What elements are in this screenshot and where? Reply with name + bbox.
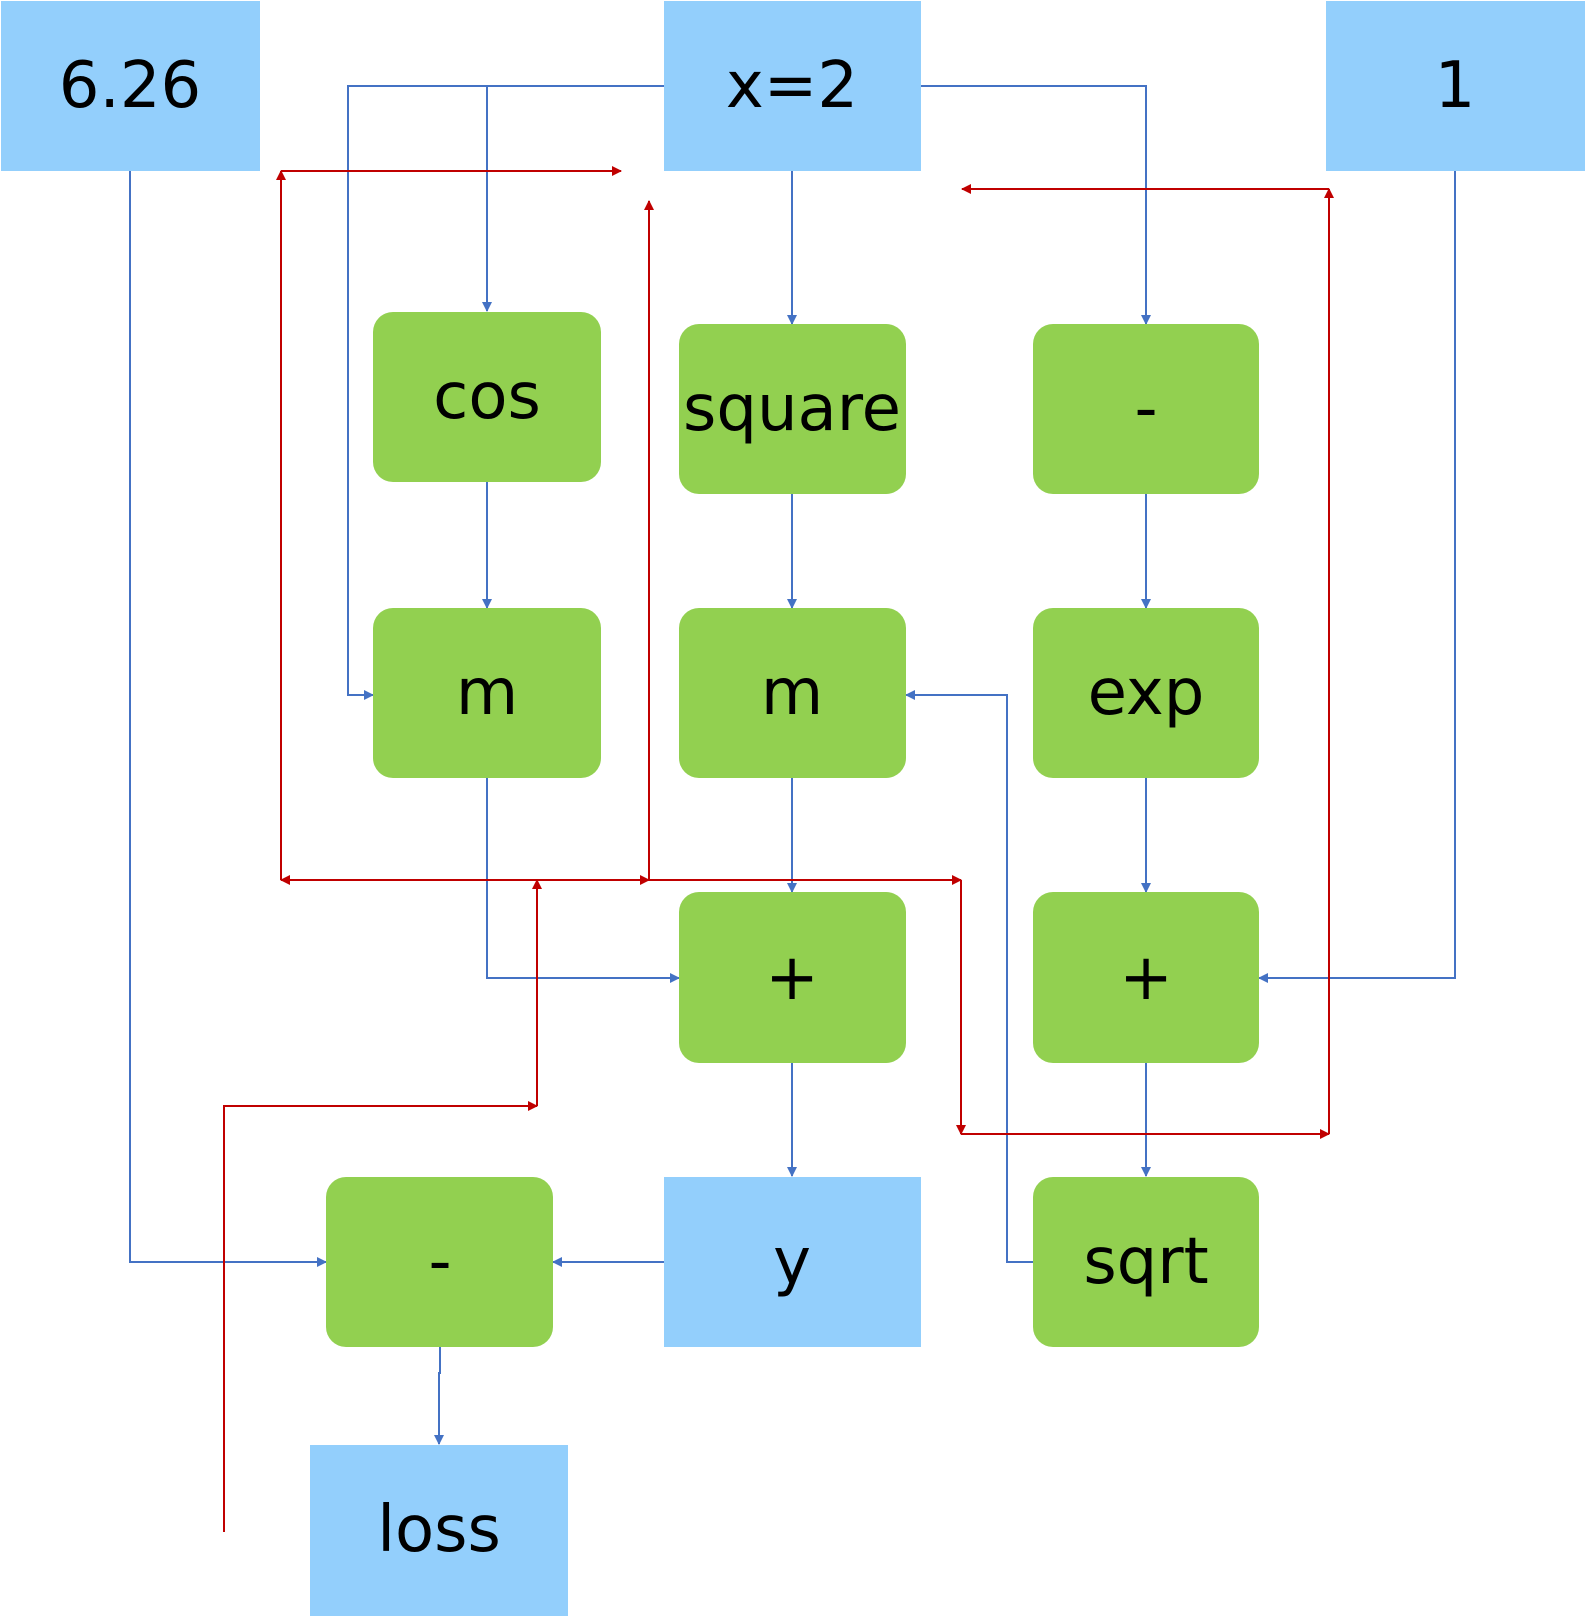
node-sqrt-label: sqrt bbox=[1083, 1225, 1208, 1299]
node-exp[interactable]: exp bbox=[1033, 608, 1259, 778]
node-plus-mid[interactable]: + bbox=[679, 892, 906, 1063]
node-cos-label: cos bbox=[433, 360, 541, 434]
node-m-left-label: m bbox=[456, 656, 518, 730]
node-const-1-label: 1 bbox=[1435, 49, 1476, 123]
node-loss-label: loss bbox=[377, 1493, 501, 1567]
node-x[interactable]: x=2 bbox=[664, 1, 921, 171]
node-const-1[interactable]: 1 bbox=[1326, 1, 1585, 171]
edge-sqrt-to-m-mid bbox=[905, 690, 1033, 1263]
node-const-626-label: 6.26 bbox=[59, 49, 202, 123]
node-square[interactable]: square bbox=[679, 324, 906, 494]
forward-edges bbox=[129, 85, 1456, 1445]
node-m-mid-label: m bbox=[761, 656, 823, 730]
node-m-left[interactable]: m bbox=[373, 608, 601, 778]
node-loss[interactable]: loss bbox=[310, 1445, 568, 1616]
edge-x-to-m-left bbox=[347, 85, 487, 700]
node-square-label: square bbox=[683, 372, 901, 446]
edge-626-to-minus bbox=[129, 171, 327, 1267]
node-y-label: y bbox=[773, 1225, 811, 1299]
node-minus-label: - bbox=[428, 1225, 451, 1299]
node-m-mid[interactable]: m bbox=[679, 608, 906, 778]
node-plus-mid-label: + bbox=[765, 941, 819, 1015]
node-cos[interactable]: cos bbox=[373, 312, 601, 482]
node-neg-label: - bbox=[1134, 372, 1157, 446]
node-x-label: x=2 bbox=[726, 49, 858, 123]
node-const-626[interactable]: 6.26 bbox=[1, 1, 260, 171]
node-exp-label: exp bbox=[1088, 656, 1205, 730]
node-plus-right[interactable]: + bbox=[1033, 892, 1259, 1063]
edge-const-1-to-plus-right bbox=[1258, 171, 1456, 983]
backward-edges bbox=[223, 166, 1334, 1532]
grad-path-loss-up bbox=[223, 1101, 538, 1532]
edge-x-to-cos bbox=[482, 85, 664, 312]
node-sqrt[interactable]: sqrt bbox=[1033, 1177, 1259, 1347]
node-minus[interactable]: - bbox=[326, 1177, 553, 1347]
node-neg[interactable]: - bbox=[1033, 324, 1259, 494]
node-plus-right-label: + bbox=[1119, 941, 1173, 1015]
edge-x-to-neg bbox=[921, 85, 1151, 325]
node-y[interactable]: y bbox=[664, 1177, 921, 1347]
edge-m-left-to-plus-mid bbox=[486, 778, 680, 983]
edge-minus-to-loss bbox=[434, 1347, 444, 1445]
